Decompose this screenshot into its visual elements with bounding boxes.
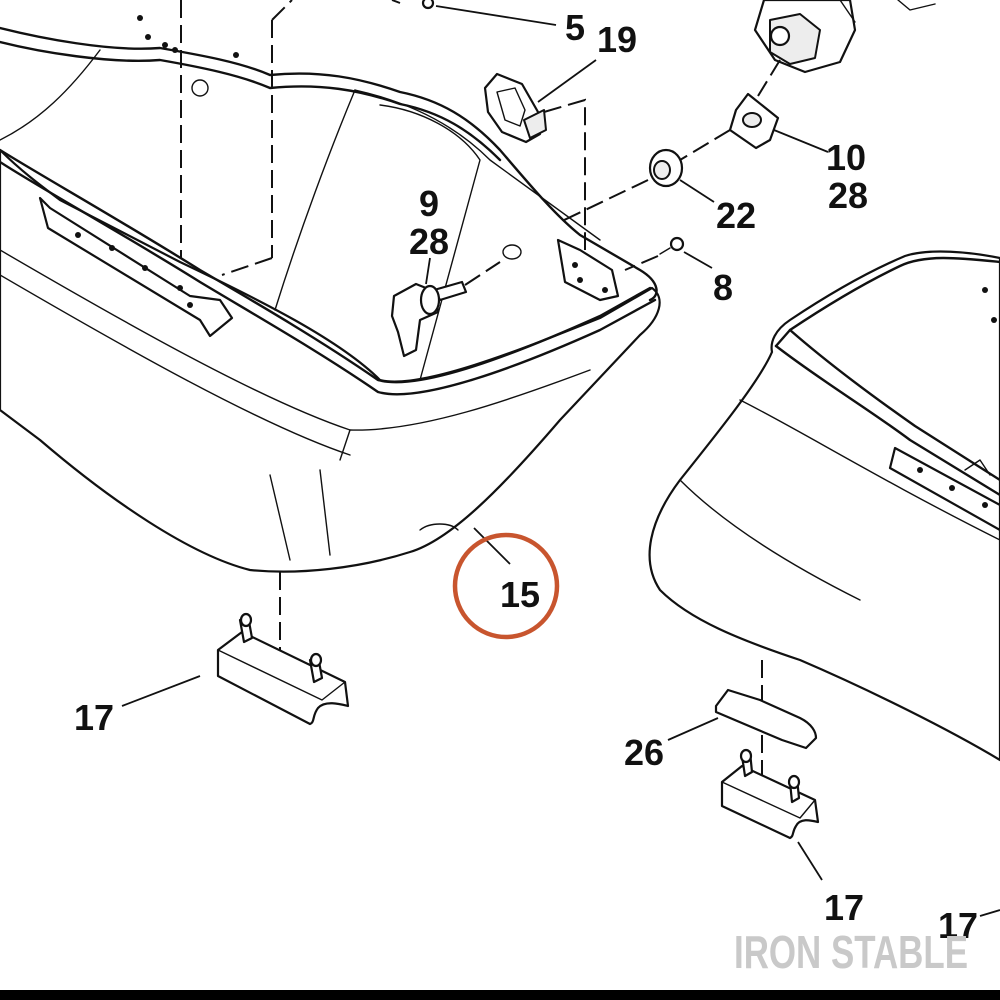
part-19-clip [483, 59, 597, 250]
callout-9: 9 [419, 183, 439, 224]
part-26-pad [667, 660, 818, 790]
part-9-latch-knob [390, 257, 501, 358]
callout-15: 15 [500, 574, 540, 615]
callout-8: 8 [713, 267, 733, 308]
part-17-mount-left [121, 572, 350, 726]
part-8-screw [624, 236, 713, 271]
callout-28-lower: 28 [409, 221, 449, 262]
callout-17-far-right: 17 [938, 905, 978, 946]
watermark-text: IRON STABLE [734, 926, 968, 978]
left-saddlebag [0, 0, 661, 573]
callout-10: 10 [826, 137, 866, 178]
part-17-mount-right [720, 748, 1000, 917]
right-saddlebag [648, 250, 1000, 762]
callout-15-highlight-ring [452, 532, 560, 640]
callout-22: 22 [716, 195, 756, 236]
bottom-border-bar [0, 990, 1000, 1000]
part-10-bracket-nut [728, 0, 936, 153]
part-15-callout-group [452, 527, 560, 640]
callout-17-left: 17 [74, 697, 114, 738]
callout-28-upper: 28 [828, 175, 868, 216]
part-22-grommet [559, 129, 731, 223]
part-5-screw [391, 0, 557, 26]
callout-5: 5 [565, 7, 585, 48]
callout-17-right: 17 [824, 887, 864, 928]
callout-19: 19 [597, 19, 637, 60]
callout-26: 26 [624, 732, 664, 773]
